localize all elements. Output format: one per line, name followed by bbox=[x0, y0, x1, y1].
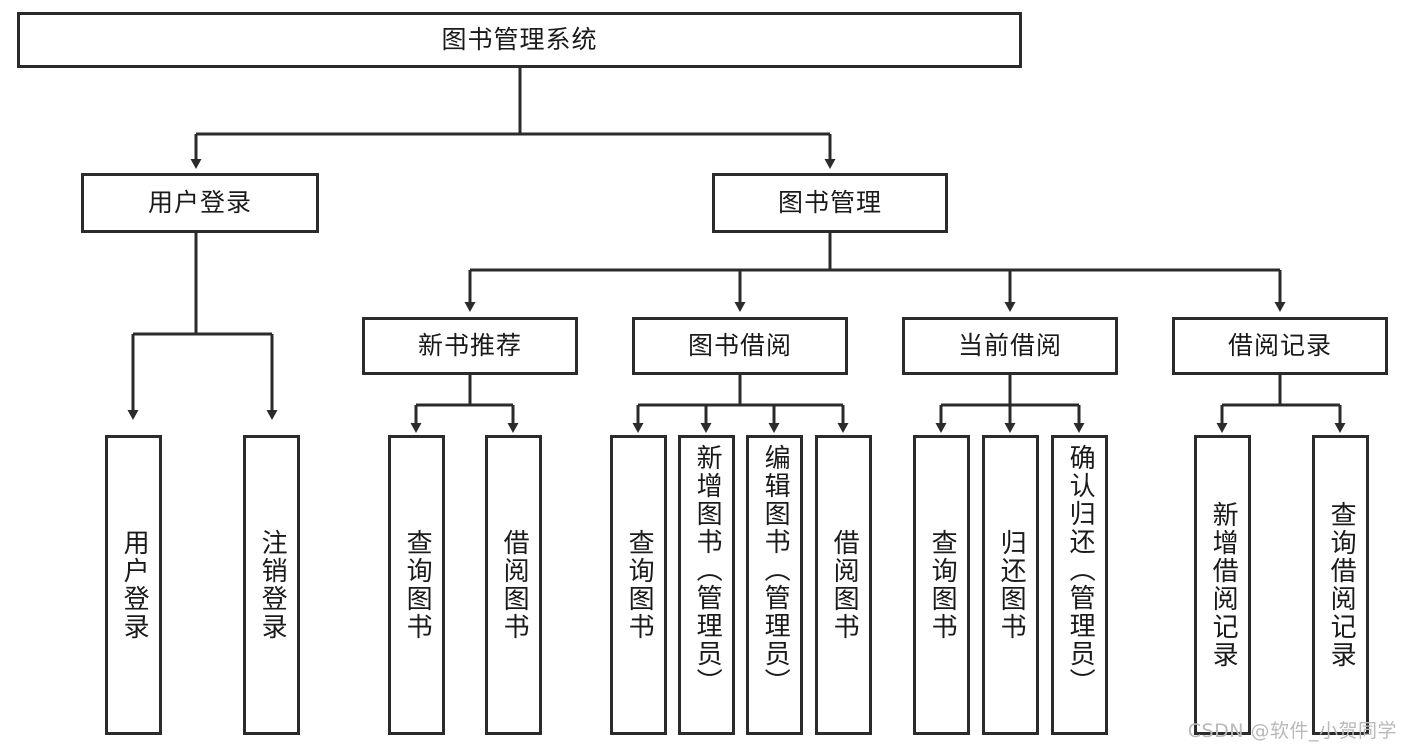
node-label: 查询借阅记录 bbox=[1326, 501, 1357, 669]
node-current-borrow[interactable]: 当前借阅 bbox=[902, 317, 1118, 375]
node-label: 借阅图书 bbox=[829, 529, 860, 641]
node-label: 用户登录 bbox=[119, 529, 150, 641]
node-label: 用户登录 bbox=[147, 187, 252, 217]
node-book-borrow[interactable]: 图书借阅 bbox=[632, 317, 848, 375]
node-label: 图书管理 bbox=[777, 187, 882, 217]
node-user-login[interactable]: 用户登录 bbox=[81, 173, 319, 233]
node-borrow-records[interactable]: 借阅记录 bbox=[1172, 317, 1388, 375]
leaf-new-book-borrow-books[interactable]: 借阅图书 bbox=[485, 435, 542, 735]
leaf-borrow-records-add-record[interactable]: 新增借阅记录 bbox=[1194, 435, 1251, 735]
node-label: 借阅图书 bbox=[499, 529, 530, 641]
node-label: 归还图书 bbox=[996, 529, 1027, 641]
watermark: CSDN @软件_小贺同学 bbox=[1187, 720, 1397, 742]
node-label: 查询图书 bbox=[624, 529, 655, 641]
node-label: 新书推荐 bbox=[417, 330, 522, 360]
node-label: 查询图书 bbox=[402, 529, 433, 641]
node-label: 借阅记录 bbox=[1227, 330, 1332, 360]
leaf-current-borrow-query-books[interactable]: 查询图书 bbox=[913, 435, 970, 735]
leaf-book-borrow-borrow-books[interactable]: 借阅图书 bbox=[815, 435, 872, 735]
node-label: 确认归还（管理员） bbox=[1065, 444, 1096, 696]
leaf-user-login-login[interactable]: 用户登录 bbox=[105, 435, 162, 735]
leaf-new-book-query-books[interactable]: 查询图书 bbox=[388, 435, 445, 735]
node-label: 新增借阅记录 bbox=[1208, 501, 1239, 669]
node-label: 当前借阅 bbox=[957, 330, 1062, 360]
leaf-book-borrow-add-book-admin[interactable]: 新增图书（管理员） bbox=[678, 435, 735, 735]
leaf-book-borrow-query-books[interactable]: 查询图书 bbox=[610, 435, 667, 735]
leaf-current-borrow-confirm-return-admin[interactable]: 确认归还（管理员） bbox=[1051, 435, 1108, 735]
node-new-book-recommend[interactable]: 新书推荐 bbox=[362, 317, 578, 375]
node-label: 新增图书（管理员） bbox=[692, 444, 723, 696]
node-label: 图书管理系统 bbox=[441, 24, 598, 54]
node-book-management[interactable]: 图书管理 bbox=[712, 173, 948, 233]
leaf-current-borrow-return-books[interactable]: 归还图书 bbox=[982, 435, 1039, 735]
node-label: 注销登录 bbox=[257, 529, 288, 641]
node-label: 编辑图书（管理员） bbox=[760, 444, 791, 696]
leaf-book-borrow-edit-book-admin[interactable]: 编辑图书（管理员） bbox=[746, 435, 803, 735]
node-label: 图书借阅 bbox=[687, 330, 792, 360]
node-root-book-management-system[interactable]: 图书管理系统 bbox=[17, 12, 1022, 68]
leaf-borrow-records-query-record[interactable]: 查询借阅记录 bbox=[1312, 435, 1369, 735]
leaf-user-login-logout[interactable]: 注销登录 bbox=[243, 435, 300, 735]
node-label: 查询图书 bbox=[927, 529, 958, 641]
